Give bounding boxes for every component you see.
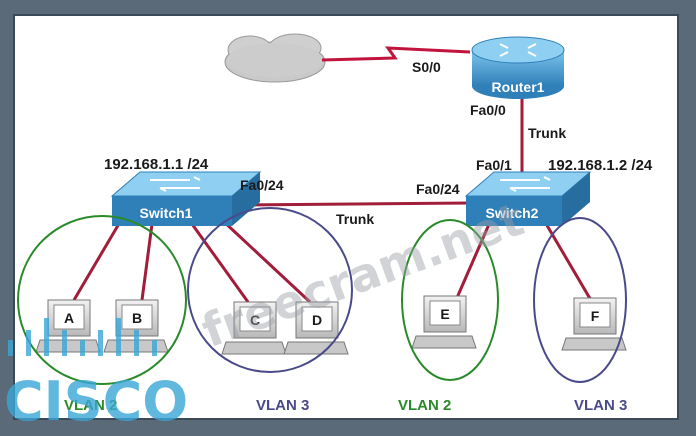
pc-d-label: D xyxy=(312,312,322,328)
switch1-icon[interactable]: Switch1 xyxy=(110,171,262,226)
label-router-trunk: Trunk xyxy=(528,125,566,141)
router-label: Router1 xyxy=(492,79,545,95)
pc-c[interactable]: C xyxy=(221,301,287,355)
pc-f-label: F xyxy=(591,308,600,324)
label-vlan-a: VLAN 2 xyxy=(64,397,117,414)
label-sw2-ip: 192.168.1.2 /24 xyxy=(548,157,653,174)
label-vlan-c: VLAN 2 xyxy=(398,397,451,414)
link-pc-d xyxy=(220,218,312,304)
link-pc-c xyxy=(190,223,250,303)
router-icon[interactable]: Router1 xyxy=(471,36,565,99)
cloud-icon xyxy=(224,33,326,83)
pc-a-label: A xyxy=(64,310,74,326)
label-switch-trunk: Trunk xyxy=(336,211,374,227)
cisco-logo: CISCO xyxy=(4,318,188,433)
vlan2-group-right xyxy=(401,219,499,381)
vlan3-group-left xyxy=(187,207,353,373)
pc-c-label: C xyxy=(250,312,260,328)
label-sw1-ip: 192.168.1.1 /24 xyxy=(104,156,209,173)
vlan3-group-right xyxy=(533,217,627,383)
switch-trunk-link xyxy=(231,201,471,207)
pc-b-label: B xyxy=(132,310,142,326)
label-vlan-d: VLAN 3 xyxy=(574,397,627,414)
label-sw2-fa01: Fa0/1 xyxy=(476,157,512,173)
label-router-fa00: Fa0/0 xyxy=(470,102,506,118)
link-pc-a xyxy=(72,221,122,301)
cisco-logo-text: CISCO xyxy=(4,370,188,433)
pc-e[interactable]: E xyxy=(411,295,477,349)
link-pc-b xyxy=(140,223,154,301)
label-vlan-b: VLAN 3 xyxy=(256,397,309,414)
label-sw1-fa024: Fa0/24 xyxy=(240,177,284,193)
pc-f[interactable]: F xyxy=(561,297,627,351)
link-pc-e xyxy=(454,221,492,301)
vlan2-group-left xyxy=(17,215,187,385)
switch2-icon[interactable]: Switch2 xyxy=(464,171,592,226)
switch2-label: Switch2 xyxy=(486,205,539,221)
label-s00: S0/0 xyxy=(412,59,441,75)
serial-link xyxy=(321,46,471,62)
pc-e-label: E xyxy=(440,306,449,322)
label-sw2-fa024: Fa0/24 xyxy=(416,181,460,197)
switch1-label: Switch1 xyxy=(140,205,193,221)
